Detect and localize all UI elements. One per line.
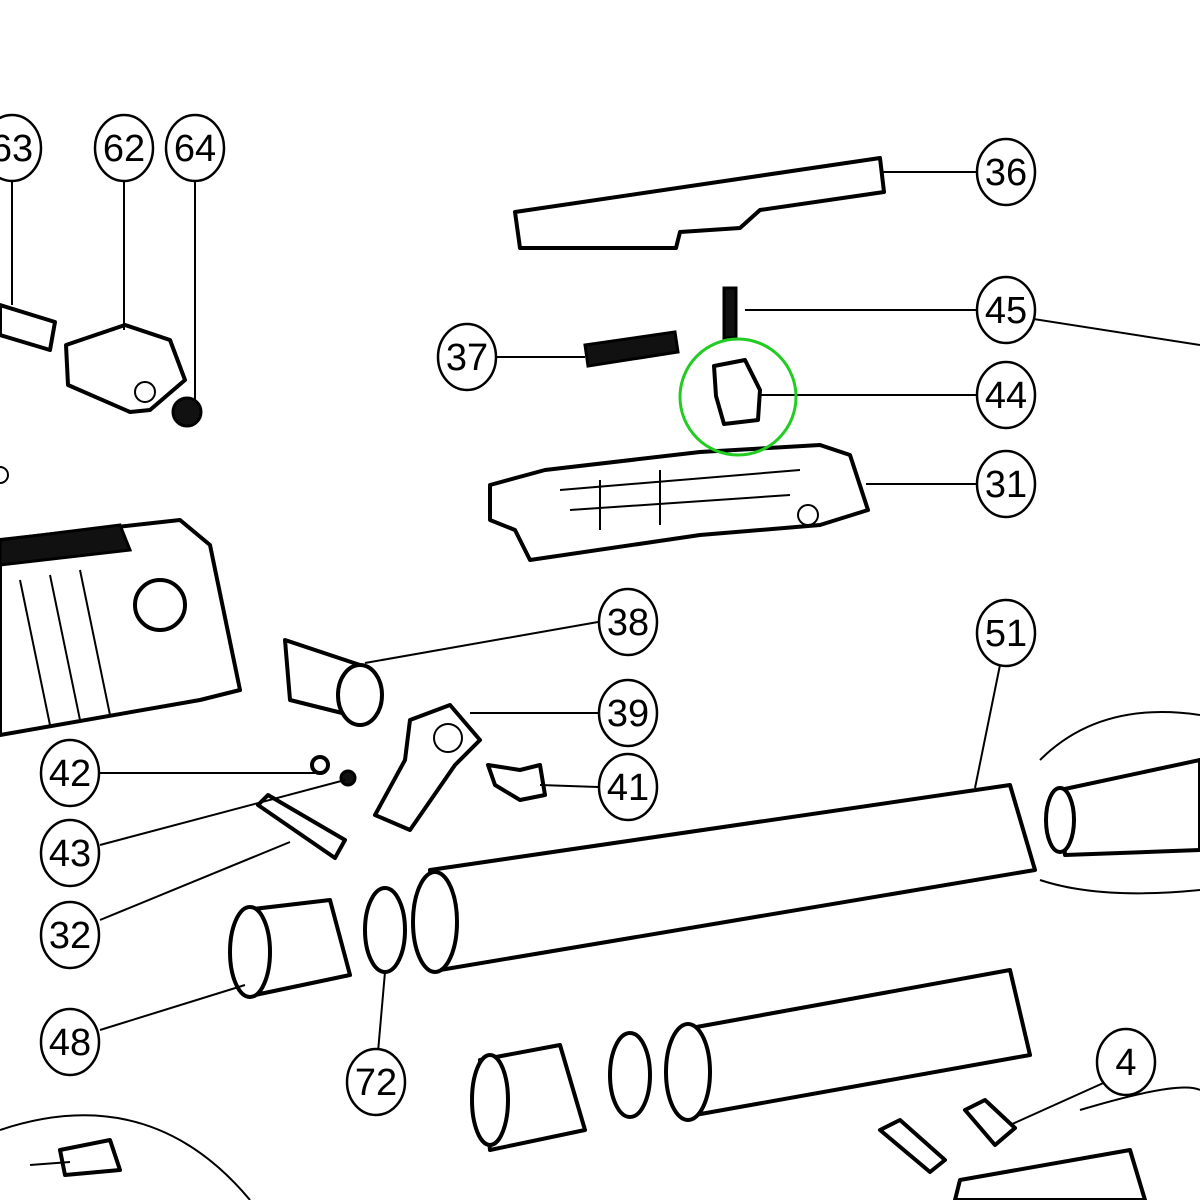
callout-38[interactable]: 38 <box>597 587 659 657</box>
callout-label: 51 <box>985 613 1027 655</box>
right-tube-assembly <box>1039 711 1200 895</box>
callout-63[interactable]: 63 <box>0 113 43 183</box>
callout-label: 39 <box>607 693 649 735</box>
callout-label: 36 <box>985 152 1027 194</box>
callout-4[interactable]: 4 <box>1095 1027 1157 1097</box>
callout-44[interactable]: 44 <box>975 360 1037 430</box>
part-51-tube <box>411 783 1037 974</box>
callout-43[interactable]: 43 <box>39 818 101 888</box>
part-43-ball <box>339 769 357 787</box>
part-39-lever <box>373 703 482 832</box>
callout-label: 45 <box>985 290 1027 332</box>
part-41-screw <box>486 763 547 802</box>
leader-lines <box>11 171 1200 1166</box>
part-32-pin <box>256 793 347 860</box>
callout-48[interactable]: 48 <box>39 1007 101 1077</box>
callout-label: 37 <box>446 337 488 379</box>
callout-label: 4 <box>1115 1042 1136 1084</box>
part-72-oring <box>363 886 407 974</box>
callout-label: 44 <box>985 375 1027 417</box>
lower-tube-assembly <box>470 968 1032 1152</box>
callout-label: 38 <box>607 602 649 644</box>
callout-label: 48 <box>49 1022 91 1064</box>
part-48-cap <box>228 898 352 999</box>
callout-39[interactable]: 39 <box>597 678 659 748</box>
callout-36[interactable]: 36 <box>975 137 1037 207</box>
callout-45[interactable]: 45 <box>975 275 1037 345</box>
callout-label: 64 <box>174 128 216 170</box>
callout-label: 42 <box>49 753 91 795</box>
callout-label: 63 <box>0 128 33 170</box>
callout-37[interactable]: 37 <box>436 322 498 392</box>
part-63-screw <box>0 303 57 352</box>
part-36-slide-bar <box>513 156 886 250</box>
callout-64[interactable]: 64 <box>164 113 226 183</box>
part-38-cylinder <box>283 638 384 727</box>
part-44-block <box>712 358 762 426</box>
part-62-block <box>64 323 187 414</box>
callout-41[interactable]: 41 <box>597 752 659 822</box>
callout-32[interactable]: 32 <box>39 900 101 970</box>
part-37-spring <box>583 330 680 368</box>
part-64-ball <box>171 396 203 428</box>
callout-label: 72 <box>355 1062 397 1104</box>
part-42-ball <box>310 755 330 775</box>
callout-label: 41 <box>607 767 649 809</box>
callout-label: 31 <box>985 464 1027 506</box>
part-31-housing <box>488 443 870 562</box>
highlight-circle-part-44 <box>678 337 798 457</box>
part-4-screw <box>0 1086 1200 1200</box>
callout-label: 32 <box>49 915 91 957</box>
callout-62[interactable]: 62 <box>93 113 155 183</box>
callout-42[interactable]: 42 <box>39 738 101 808</box>
callout-51[interactable]: 51 <box>975 598 1037 668</box>
callout-label: 43 <box>49 833 91 875</box>
part-45-pin <box>722 286 738 340</box>
callout-label: 62 <box>103 128 145 170</box>
callout-72[interactable]: 72 <box>345 1047 407 1117</box>
frame-assembly <box>0 466 242 737</box>
callout-31[interactable]: 31 <box>975 449 1037 519</box>
